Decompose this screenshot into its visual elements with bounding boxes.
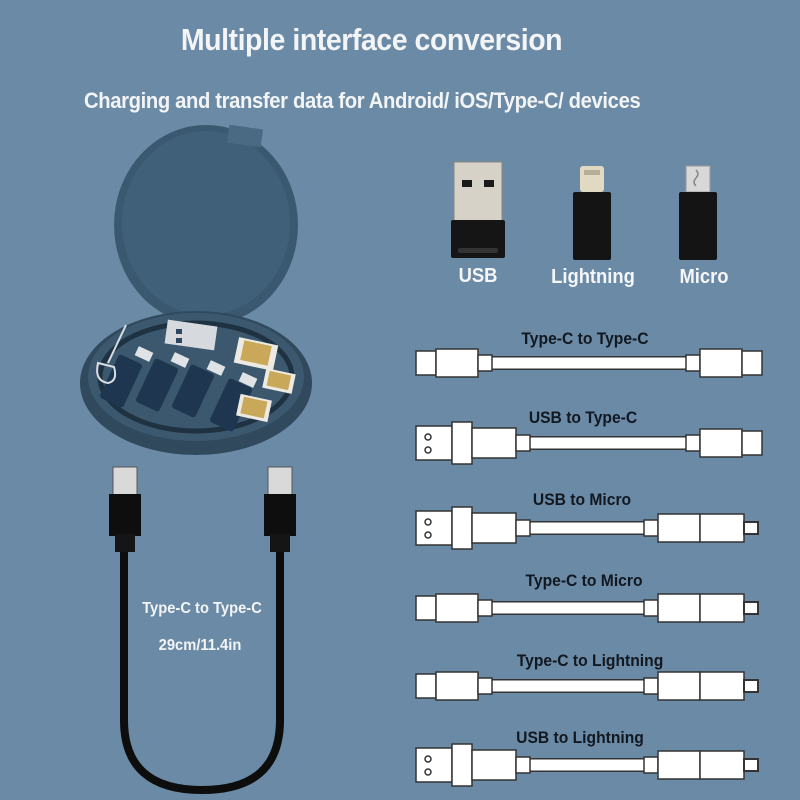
micro-adapter xyxy=(676,160,720,262)
cable-label-usb-to-micro: USB to Micro xyxy=(532,490,632,509)
usb-adapter-icon xyxy=(451,161,505,258)
short-type-c-cable xyxy=(109,466,296,795)
cable-c-to-c xyxy=(415,348,763,378)
cable-c-to-micro xyxy=(415,593,759,623)
page-subtitle: Charging and transfer data for Android/ … xyxy=(84,88,641,113)
storage-case-image xyxy=(78,125,328,455)
cable-c-to-lightning xyxy=(415,671,759,701)
lightning-adapter xyxy=(570,160,614,262)
cable-label-usb-to-c: USB to Type-C xyxy=(528,408,638,427)
short-cable-length: 29cm/11.4in xyxy=(158,637,242,654)
cable-label-usb-to-lightning: USB to Lightning xyxy=(516,728,644,747)
usb-adapter xyxy=(448,160,508,260)
micro-adapter-label: Micro xyxy=(679,266,729,288)
cable-label-c-to-c: Type-C to Type-C xyxy=(521,329,649,348)
page-title: Multiple interface conversion xyxy=(180,22,563,57)
cable-label-c-to-lightning: Type-C to Lightning xyxy=(516,651,664,670)
usb-adapter-label: USB xyxy=(458,265,498,287)
cable-usb-to-c xyxy=(415,421,763,465)
short-cable-label: Type-C to Type-C xyxy=(142,600,262,617)
lightning-adapter-label: Lightning xyxy=(551,266,635,288)
micro-adapter-icon xyxy=(679,165,717,260)
lightning-adapter-icon xyxy=(573,166,611,260)
cable-label-c-to-micro: Type-C to Micro xyxy=(525,571,643,590)
cable-usb-to-micro xyxy=(415,506,759,550)
cable-usb-to-lightning xyxy=(415,743,759,787)
